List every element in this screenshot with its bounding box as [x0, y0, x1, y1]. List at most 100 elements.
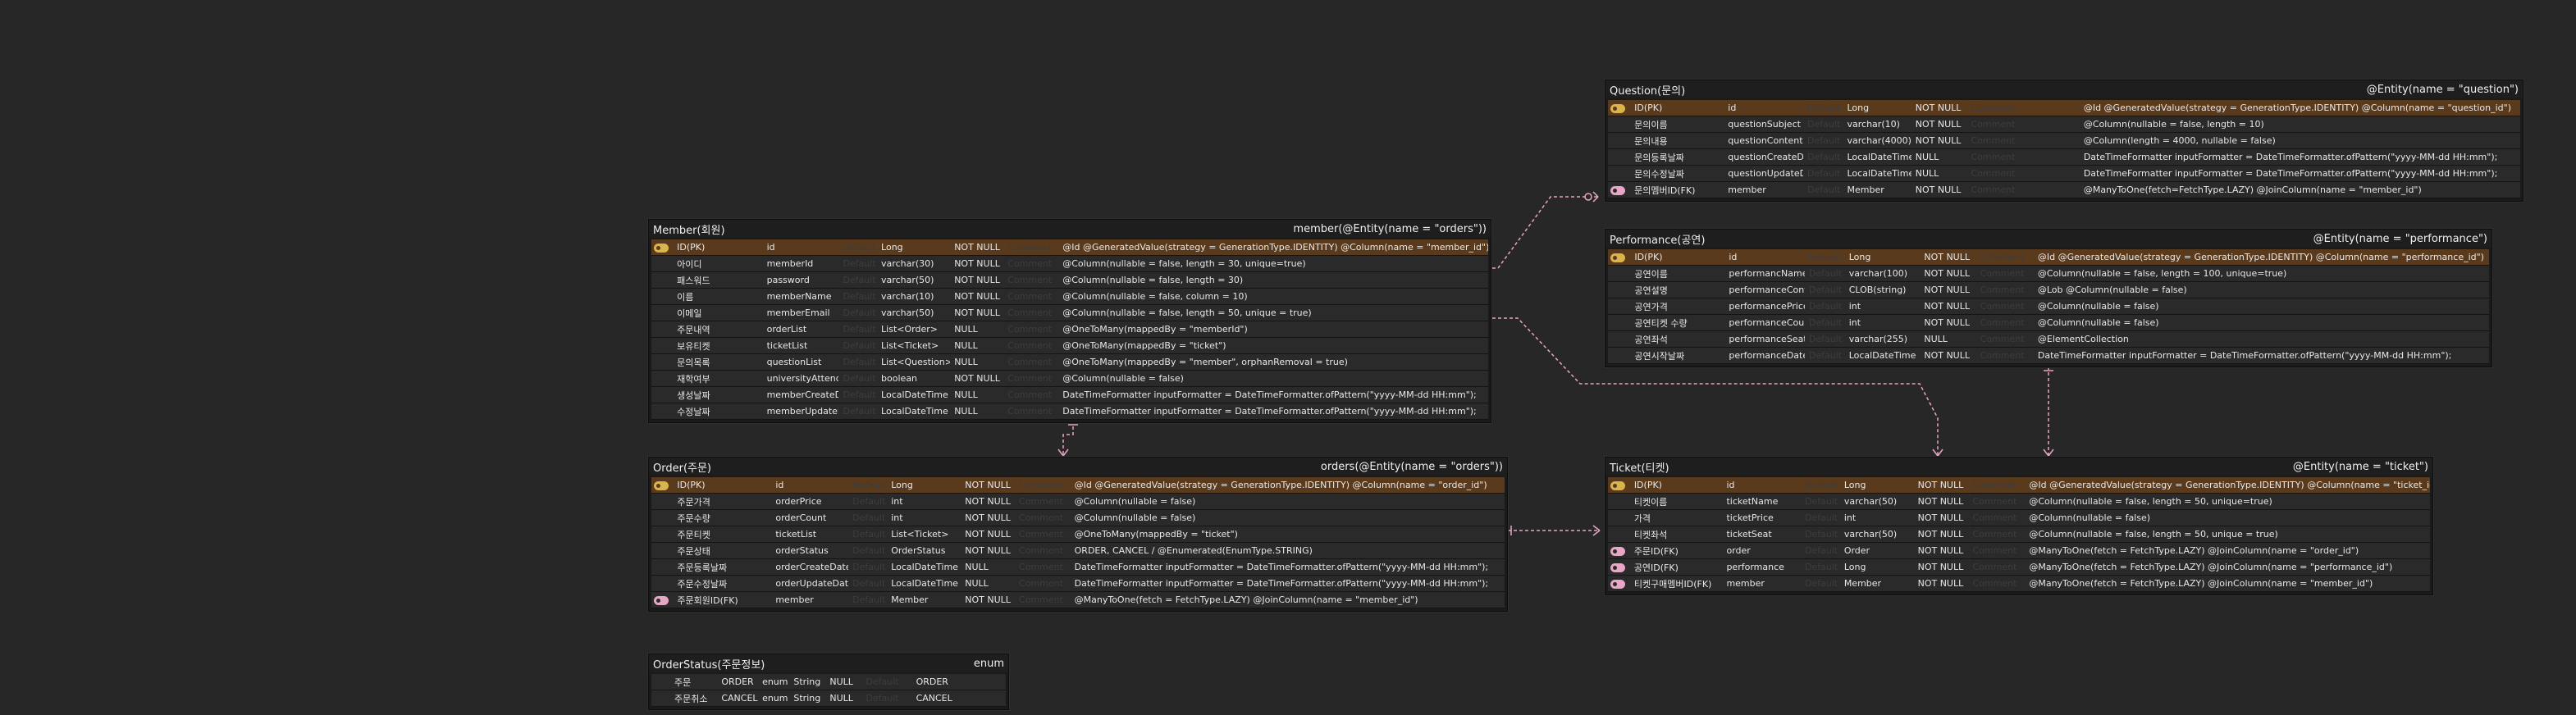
default-value: Default	[1804, 480, 1838, 490]
column-row[interactable]: 공연티켓 수량performanceCountDefaultintNOT NUL…	[1608, 315, 2489, 331]
column-row[interactable]: 문의수정날짜questionUpdateDateDefaultLocalDate…	[1608, 166, 2520, 182]
data-type: varchar(255)	[1848, 334, 1908, 344]
entity-order[interactable]: Order(주문) orders(@Entity(name = "orders"…	[648, 457, 1508, 612]
physical-name: orderCreateDate	[775, 562, 849, 572]
logical-name: 이메일	[677, 307, 702, 319]
nullable: NOT NULL	[1917, 529, 1964, 540]
logical-name: 주문ID(FK)	[1633, 545, 1679, 557]
data-type: LocalDateTime	[881, 406, 948, 417]
annotation: @Id @GeneratedValue(strategy = Generatio…	[1062, 242, 1488, 253]
default-value: Default	[843, 406, 876, 417]
data-type: LocalDateTime	[891, 562, 958, 572]
logical-name: 공연티켓 수량	[1634, 317, 1688, 329]
data-type: varchar(50)	[1843, 529, 1898, 540]
column-row[interactable]: 수정날짜memberUpdateDateDefaultLocalDateTime…	[651, 403, 1488, 420]
nullable: NOT NULL	[1924, 252, 1970, 262]
comment: Comment	[1972, 529, 2017, 540]
comment: Comment	[1980, 334, 2025, 344]
rel-member-ticket	[1487, 317, 1939, 456]
data-type: OrderStatus	[891, 545, 946, 556]
default-value: Default	[1804, 529, 1838, 540]
annotation: ORDER	[916, 676, 948, 687]
logical-name: ID(PK)	[677, 242, 706, 253]
logical-name: 주문내역	[677, 324, 710, 335]
physical-name: id	[766, 242, 775, 253]
column-row[interactable]: 문의등록날짜questionCreateDateDefaultLocalDate…	[1608, 149, 2520, 166]
key-gold-icon	[1610, 253, 1625, 262]
default-value: Default	[1808, 285, 1843, 295]
annotation: @ManyToOne(fetch = FetchType.LAZY) @Join…	[2029, 545, 2359, 556]
comment: Comment	[1972, 562, 2017, 572]
physical-name: questionContents	[1728, 135, 1804, 146]
entity-performance[interactable]: Performance(공연) @Entity(name = "performa…	[1605, 229, 2492, 367]
data-type: varchar(100)	[1848, 268, 1908, 279]
data-type: int	[891, 512, 903, 523]
nullable: NOT NULL	[1917, 512, 1964, 523]
default-value: Default	[1804, 496, 1838, 507]
nullable: NOT NULL	[954, 373, 1000, 384]
nullable: NULL	[954, 340, 978, 351]
annotation: @ManyToOne(fetch = FetchType.LAZY) @Join…	[2029, 562, 2393, 572]
logical-name: 문의내용	[1634, 135, 1668, 147]
nullable: NOT NULL	[1924, 301, 1970, 312]
logical-name: 주문수량	[677, 512, 710, 524]
column-row[interactable]: 공연설명performanceContentsDefaultCLOB(strin…	[1608, 282, 2489, 298]
annotation: @OneToMany(mappedBy = "ticket")	[1074, 529, 1238, 540]
comment: Comment	[1007, 406, 1053, 417]
comment: Comment	[1007, 357, 1053, 367]
foreign-key-icon	[1608, 184, 1630, 196]
annotation: @ManyToOne(fetch = FetchType.LAZY) @Join…	[2029, 578, 2373, 589]
column-row[interactable]: 생성날짜memberCreateDateDefaultLocalDateTime…	[651, 387, 1488, 403]
column-row[interactable]: 재학여부universityAttendanceDefaultbooleanNO…	[651, 371, 1488, 387]
physical-name: memberCreateDate	[766, 389, 839, 400]
physical-name: orderStatus	[775, 545, 829, 556]
entity-member[interactable]: Member(회원) member(@Entity(name = "orders…	[648, 219, 1491, 423]
entity-ticket[interactable]: Ticket(티켓) @Entity(name = "ticket") ID(P…	[1605, 457, 2433, 595]
logical-name: 공연시작날짜	[1634, 350, 1685, 362]
annotation: DateTimeFormatter inputFormatter = DateT…	[1062, 389, 1477, 400]
default-value: Default	[843, 291, 876, 302]
default-value: Default	[843, 389, 876, 400]
entity-question[interactable]: Question(문의) @Entity(name = "question") …	[1605, 80, 2523, 202]
logical-name: 재학여부	[677, 373, 710, 385]
data-type: Member	[891, 594, 929, 605]
annotation: @Column(nullable = false, length = 10)	[2083, 119, 2264, 130]
annotation: @OneToMany(mappedBy = "ticket")	[1062, 340, 1226, 351]
logical-name: 공연좌석	[1634, 334, 1668, 345]
